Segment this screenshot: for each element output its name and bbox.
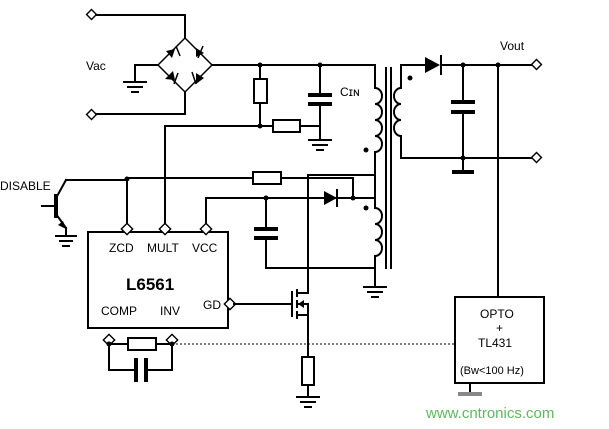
pin-gd-label: GD	[203, 298, 221, 312]
vout-label: Vout	[500, 39, 525, 53]
resistor-divider-bottom	[272, 119, 301, 133]
ground-icon	[55, 235, 77, 247]
vac-terminal-bottom	[85, 108, 98, 121]
vac-terminal-top	[85, 8, 98, 21]
bandwidth-label: (Bw<100 Hz)	[460, 365, 524, 377]
watermark: www.cntronics.com	[425, 405, 554, 422]
vout-terminal-positive	[530, 58, 543, 71]
opto-label: OPTO	[480, 307, 514, 321]
ground-icon	[308, 139, 332, 151]
input-capacitor: Cɪɴ	[308, 62, 360, 151]
plus-label: +	[496, 321, 503, 335]
output-stage: Vout	[400, 39, 543, 298]
ground-icon	[123, 81, 147, 93]
vcc-supply	[126, 171, 376, 269]
resistor-comp	[127, 337, 157, 351]
resistor-sense	[301, 356, 315, 386]
bridge-rectifier	[123, 36, 376, 94]
ground-icon	[296, 396, 320, 408]
resistor-divider-top	[253, 78, 268, 104]
resistor-zcd	[252, 171, 282, 185]
pin-comp-label: COMP	[101, 304, 137, 318]
opto-feedback-block: OPTO + TL431 (Bw<100 Hz)	[454, 296, 545, 396]
cin-label: Cɪɴ	[340, 85, 360, 99]
pin-inv-label: INV	[160, 304, 180, 318]
ground-icon	[363, 286, 387, 298]
vout-terminal-negative	[530, 151, 543, 164]
chip-name: L6561	[126, 275, 174, 294]
tl431-label: TL431	[478, 336, 512, 350]
disable-transistor: DISABLE	[0, 176, 130, 247]
transformer	[363, 64, 413, 298]
compensation-network	[106, 337, 455, 382]
pin-mult-label: MULT	[147, 241, 179, 255]
controller-chip: ZCD MULT VCC L6561 COMP INV GD	[87, 222, 237, 347]
pin-zcd-label: ZCD	[109, 241, 134, 255]
disable-label: DISABLE	[0, 179, 51, 193]
pin-vcc-label: VCC	[192, 241, 218, 255]
vac-label: Vac	[86, 59, 106, 73]
ac-input: Vac	[85, 8, 186, 121]
output-diode	[425, 57, 440, 73]
mosfet	[233, 174, 376, 408]
aux-diode	[324, 191, 337, 205]
